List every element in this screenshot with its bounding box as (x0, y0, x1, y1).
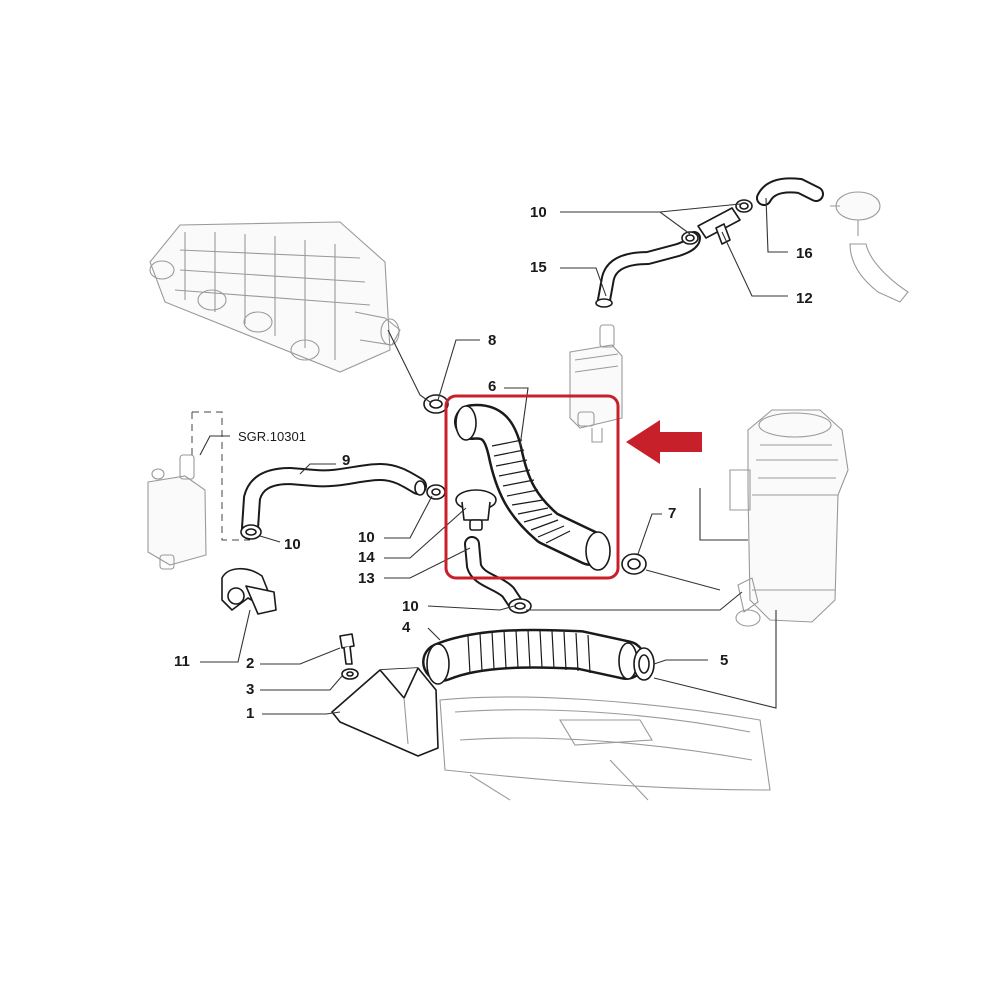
callout-16: 16 (796, 245, 813, 262)
duct-bracket-part-1 (331, 667, 439, 757)
elbow-hose-part-16 (756, 177, 824, 206)
air-filter-housing-illustration (729, 409, 849, 627)
callout-10-top: 10 (530, 204, 547, 221)
hose-part-14 (595, 231, 701, 308)
callout-5: 5 (720, 652, 728, 669)
intake-manifold-illustration (149, 221, 401, 373)
group-bracket (191, 411, 250, 541)
callout-14: 15 (530, 259, 547, 276)
callout-11: 11 (174, 653, 190, 670)
large-corrugated-hose-part-4 (422, 628, 646, 685)
washer-part-3 (341, 668, 359, 680)
callout-12: 14 (358, 549, 375, 566)
part-6-highlight (444, 394, 620, 580)
hose-clamp-lower (508, 598, 532, 614)
left-oil-tank-illustration (147, 454, 207, 570)
radiator-body-illustration (439, 696, 771, 801)
oil-separator-illustration (569, 324, 623, 443)
callout-7: 7 (668, 505, 676, 522)
callout-13: 13 (358, 570, 375, 587)
leader-lines (199, 197, 788, 715)
hose-clamp-top-a (681, 231, 699, 245)
valve-cap-part-12 (455, 489, 497, 531)
callout-10-lower: 10 (402, 598, 419, 615)
callout-9: 9 (342, 452, 350, 469)
hose-clamp-part-5 (633, 647, 655, 681)
bolt-part-2 (339, 633, 355, 665)
callout-10-mid: 10 (358, 529, 375, 546)
callout-15: 12 (796, 290, 813, 307)
callout-10-left: 10 (284, 536, 301, 553)
corrugated-hose-part-6 (454, 403, 611, 571)
callout-4: 4 (402, 619, 411, 636)
hose-clamp-part-8 (423, 394, 449, 414)
valve-top-right-illustration (830, 191, 909, 303)
hose-clamp-part-7 (621, 553, 647, 575)
small-hose-part-13 (464, 536, 524, 612)
hose-clamp-top-b (735, 199, 753, 213)
callout-2: 2 (246, 655, 254, 672)
callout-1: 1 (246, 705, 254, 722)
hose-clamp-mid (426, 484, 446, 500)
callout-6: 6 (488, 378, 496, 395)
highlight-arrow-icon (626, 420, 702, 464)
callout-3: 3 (246, 681, 254, 698)
reference-label-sgr: SGR.10301 (238, 429, 306, 444)
callout-8: 8 (488, 332, 496, 349)
hose-clamp-left (240, 524, 262, 540)
mount-bracket-part-11 (221, 567, 277, 615)
t-connector-part-15 (697, 207, 741, 245)
long-hose-part-9 (241, 463, 427, 537)
